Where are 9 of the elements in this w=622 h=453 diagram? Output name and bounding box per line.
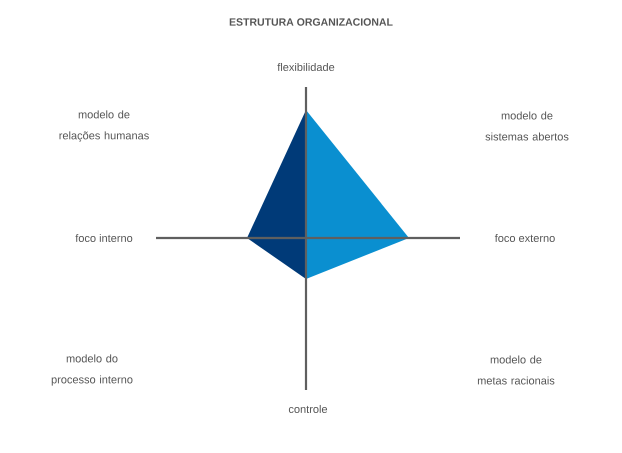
title: ESTRUTURA ORGANIZACIONAL	[230, 18, 393, 26]
axis-label: foco externo	[494, 234, 555, 242]
quadrant-label: modelo de metas racionais	[478, 355, 554, 385]
axis-label: foco interno	[75, 234, 132, 242]
quadrant-label: modelo de relações humanas	[60, 110, 149, 142]
quadrant-label: modelo do processo interno	[52, 354, 132, 386]
quadrant-label: modelo de sistemas abertos	[485, 111, 568, 141]
axis-label: controle	[288, 404, 328, 414]
axis-label: flexibilidade	[277, 62, 334, 72]
